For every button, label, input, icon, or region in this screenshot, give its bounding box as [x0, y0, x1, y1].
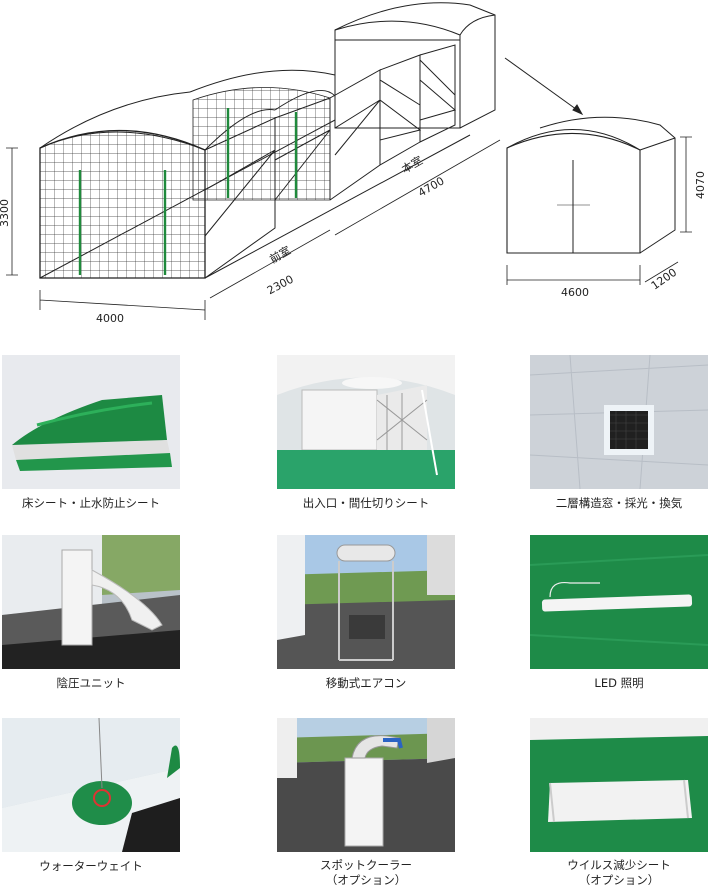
caption-floor-sheet: 床シート・止水防止シート [0, 496, 211, 511]
dim-height-main: 3300 [0, 199, 11, 227]
photo-led-light [530, 535, 708, 669]
photo-window [530, 355, 708, 489]
caption-line: ウイルス減少シート [567, 858, 671, 872]
dim-end-width: 4600 [561, 286, 589, 299]
caption-entrance-sheet: 出入口・間仕切りシート [246, 496, 486, 511]
caption-line: ウォーターウェイト [39, 859, 143, 873]
dim-length-anteroom: 2300 [265, 273, 296, 298]
caption-line-option: （オプション） [578, 873, 660, 887]
photo-portable-aircon [277, 535, 455, 669]
dim-end-depth: 1200 [649, 266, 679, 293]
caption-line: LED 照明 [594, 676, 644, 690]
pointer-arrow [504, 57, 581, 113]
caption-negative-pressure-unit: 陰圧ユニット [0, 676, 211, 691]
anteroom-mesh-panel [192, 87, 331, 201]
caption-led-light: LED 照明 [499, 676, 712, 691]
caption-window: 二層構造窓・採光・換気 [499, 496, 712, 511]
caption-line: 移動式エアコン [325, 676, 407, 690]
caption-line: 二層構造窓・採光・換気 [555, 496, 683, 510]
photo-virus-reduction-sheet [530, 718, 708, 852]
caption-line: 陰圧ユニット [56, 676, 126, 690]
photo-floor-sheet [2, 355, 180, 489]
caption-portable-aircon: 移動式エアコン [246, 676, 486, 691]
dim-end-height: 4070 [694, 171, 707, 199]
label-anteroom: 前室 [267, 243, 293, 266]
dim-width-front: 4000 [96, 312, 124, 325]
photo-spot-cooler [277, 718, 455, 852]
dim-length-mainroom: 4700 [416, 174, 447, 199]
tent-technical-drawing: 3300 4000 2300 4700 前室 本室 4070 4600 1200 [0, 2, 707, 325]
photo-negative-pressure-unit [2, 535, 180, 669]
front-face [39, 129, 206, 279]
photo-water-weight [2, 718, 180, 852]
caption-line-option: （オプション） [325, 873, 407, 887]
photo-entrance-sheet [277, 355, 455, 489]
caption-line: 床シート・止水防止シート [22, 496, 160, 510]
caption-virus-reduction-sheet: ウイルス減少シート （オプション） [499, 858, 712, 888]
caption-line: 出入口・間仕切りシート [302, 496, 430, 510]
caption-line: スポットクーラー [320, 858, 412, 872]
label-mainroom: 本室 [399, 153, 425, 176]
caption-spot-cooler: スポットクーラー （オプション） [246, 858, 486, 888]
caption-water-weight: ウォーターウェイト [0, 859, 211, 874]
